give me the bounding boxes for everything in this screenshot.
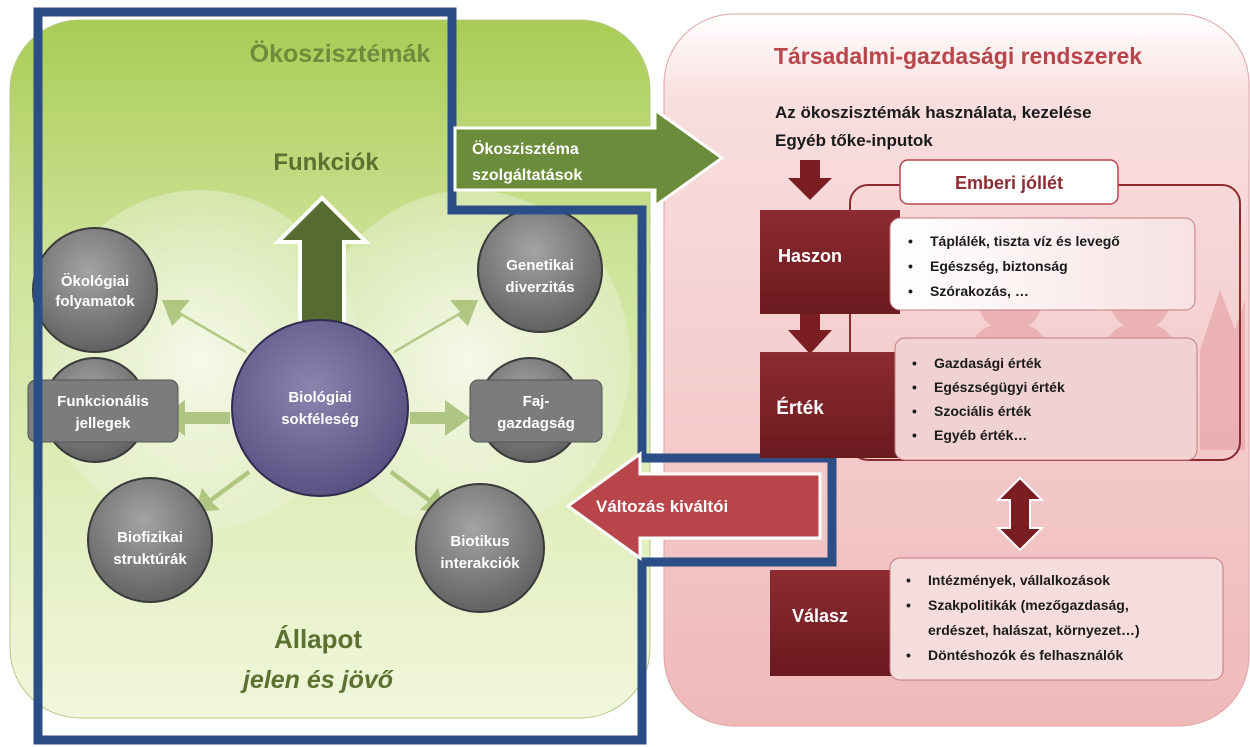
ecosystems-title: Ökoszisztémák xyxy=(250,39,431,68)
benefit-bullet-3: • xyxy=(908,283,913,299)
benefit-item-1: Táplálék, tiszta víz és levegő xyxy=(930,233,1120,249)
wellbeing-title: Emberi jóllét xyxy=(955,173,1063,193)
functional-traits-line1: Funkcionális xyxy=(57,393,149,410)
genetic-diversity-line1: Genetikai xyxy=(506,257,574,274)
ecological-processes-line2: folyamatok xyxy=(55,293,135,310)
value-items-box xyxy=(894,337,1198,461)
response-item-1: Intézmények, vállalkozások xyxy=(928,572,1110,588)
usage-line2: Egyéb tőke-inputok xyxy=(775,131,933,150)
benefit-label-box xyxy=(760,210,900,314)
drivers-arrow-label: Változás kiváltói xyxy=(596,497,728,516)
radial-arrows xyxy=(160,300,478,512)
benefit-label: Haszon xyxy=(778,246,842,266)
response-label-box xyxy=(770,570,910,676)
biophysical-structures-line1: Biofizikai xyxy=(117,529,183,546)
functional-traits-line2: jellegek xyxy=(74,415,131,432)
wellbeing-box xyxy=(899,159,1119,205)
services-arrow-line1: Ökoszisztéma xyxy=(472,139,579,158)
response-bullet-2: • xyxy=(906,597,911,613)
biotic-interactions-node xyxy=(415,483,545,613)
value-item-2: Egészségügyi érték xyxy=(934,379,1065,395)
value-bullet-4: • xyxy=(912,427,917,443)
response-item-3: erdészet, halászat, környezet…) xyxy=(928,622,1140,638)
benefit-bullet-2: • xyxy=(908,258,913,274)
socio-economic-title: Társadalmi-gazdasági rendszerek xyxy=(774,43,1142,69)
value-response-double-arrow xyxy=(995,476,1045,552)
biophysical-structures-line2: struktúrák xyxy=(113,551,187,568)
species-richness-plate xyxy=(469,379,603,443)
usage-down-arrow xyxy=(788,160,832,200)
usage-line1: Az ökoszisztémák használata, kezelése xyxy=(775,103,1092,122)
drivers-of-change-arrow xyxy=(565,451,822,561)
value-label-box xyxy=(760,352,900,458)
genetic-diversity-line2: diverzitás xyxy=(505,279,574,296)
benefit-item-3: Szórakozás, … xyxy=(930,283,1029,299)
center-label-line1: Biológiai xyxy=(288,389,351,406)
response-item-4: Döntéshozók és felhasználók xyxy=(928,647,1123,663)
value-bullet-2: • xyxy=(912,379,917,395)
center-label-line2: sokféleség xyxy=(281,411,359,428)
benefit-items-box xyxy=(889,217,1196,311)
biotic-interactions-line1: Biotikus xyxy=(450,533,509,550)
response-items-box xyxy=(889,557,1224,681)
functional-traits-plate xyxy=(27,379,179,443)
value-label: Érték xyxy=(776,397,824,419)
benefit-down-arrow xyxy=(788,312,832,354)
ecological-processes-line1: Ökológiai xyxy=(61,273,129,290)
ecosystem-services-arrow xyxy=(453,107,725,209)
response-item-2: Szakpolitikák (mezőgazdaság, xyxy=(928,597,1129,613)
state-label: Állapot xyxy=(274,624,362,654)
species-richness-line1: Faj- xyxy=(523,393,550,410)
value-item-4: Egyéb érték… xyxy=(934,427,1027,443)
benefit-bullet-1: • xyxy=(908,233,913,249)
value-item-1: Gazdasági érték xyxy=(934,355,1042,371)
response-label: Válasz xyxy=(792,606,848,626)
functions-label: Funkciók xyxy=(273,149,379,176)
value-bullet-1: • xyxy=(912,355,917,371)
biodiversity-center xyxy=(231,319,409,497)
species-richness-line2: gazdagság xyxy=(497,415,575,432)
response-bullet-1: • xyxy=(906,572,911,588)
ecological-processes-node xyxy=(32,227,158,353)
state-subtitle: jelen és jövő xyxy=(240,666,394,694)
biotic-interactions-line2: interakciók xyxy=(440,555,520,572)
response-bullet-3: • xyxy=(906,647,911,663)
benefit-item-2: Egészség, biztonság xyxy=(930,258,1068,274)
value-bullet-3: • xyxy=(912,403,917,419)
services-arrow-line2: szolgáltatások xyxy=(472,167,582,184)
biophysical-structures-node xyxy=(87,477,213,603)
value-item-3: Szociális érték xyxy=(934,403,1031,419)
